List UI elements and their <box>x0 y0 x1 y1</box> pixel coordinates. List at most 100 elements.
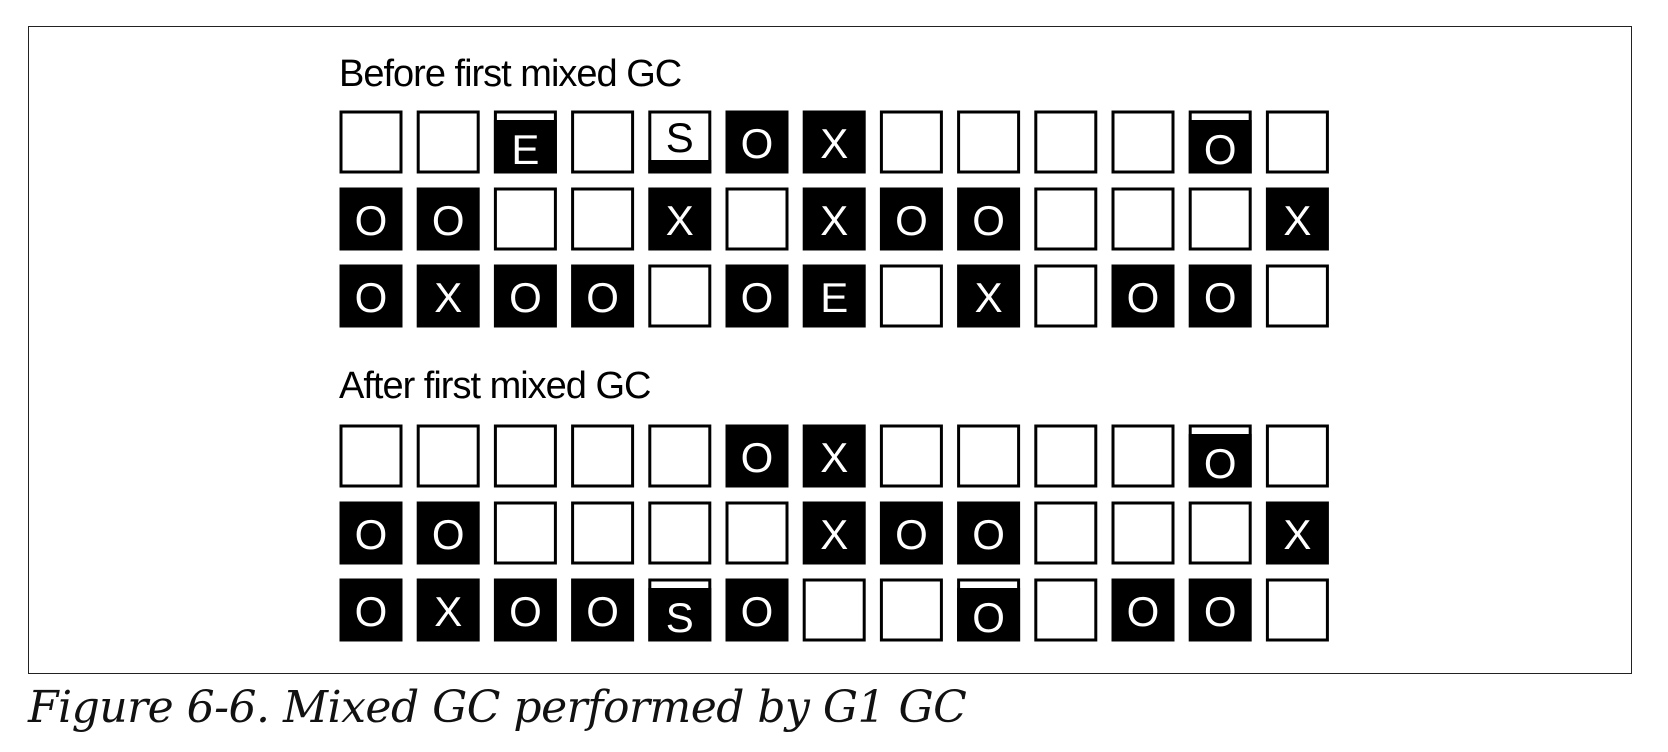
region-cell <box>1265 264 1329 328</box>
region-label: O <box>895 511 928 558</box>
region-box <box>571 187 635 251</box>
region-box <box>725 578 789 642</box>
region-cell: X <box>802 110 866 174</box>
region-box <box>339 578 403 642</box>
region-label: O <box>972 511 1005 558</box>
region-cell <box>1034 424 1098 488</box>
region-cell: S <box>648 578 712 642</box>
region-box <box>648 187 712 251</box>
region-cell: O <box>1111 264 1175 328</box>
region-cell: X <box>957 264 1021 328</box>
region-box <box>1265 264 1329 328</box>
region-label: X <box>434 588 462 635</box>
region-box <box>1034 187 1098 251</box>
region-cell: O <box>416 501 480 565</box>
partial-fill <box>1188 120 1252 174</box>
region-cell <box>339 424 403 488</box>
region-cell <box>957 424 1021 488</box>
region-box <box>339 187 403 251</box>
region-cell <box>1111 187 1175 251</box>
region-label: O <box>432 197 465 244</box>
region-label: X <box>820 434 848 481</box>
region-label: O <box>355 588 388 635</box>
region-cell: E <box>493 110 557 174</box>
region-label: X <box>1283 197 1311 244</box>
region-box <box>1265 501 1329 565</box>
region-label: E <box>820 274 848 321</box>
region-box <box>1034 501 1098 565</box>
region-box <box>879 424 943 488</box>
region-box <box>1265 110 1329 174</box>
region-cell <box>879 110 943 174</box>
region-cell <box>1111 501 1175 565</box>
partial-fill <box>648 588 712 642</box>
region-box <box>879 264 943 328</box>
region-label: O <box>1127 588 1160 635</box>
region-box <box>1111 110 1175 174</box>
region-cell <box>571 501 635 565</box>
region-box <box>1111 187 1175 251</box>
region-label: O <box>355 197 388 244</box>
region-cell: O <box>957 578 1021 642</box>
figure-frame <box>28 26 1632 674</box>
region-cell: E <box>802 264 866 328</box>
region-label: O <box>432 511 465 558</box>
region-box <box>1111 501 1175 565</box>
region-cell: X <box>1265 501 1329 565</box>
region-label: O <box>1204 440 1237 487</box>
region-box <box>725 501 789 565</box>
region-cell: O <box>1188 424 1252 488</box>
region-box <box>725 110 789 174</box>
region-cell: O <box>725 264 789 328</box>
region-label: O <box>355 274 388 321</box>
region-cell <box>802 578 866 642</box>
region-cell <box>957 110 1021 174</box>
region-label: O <box>741 588 774 635</box>
region-cell: O <box>725 424 789 488</box>
region-box <box>957 501 1021 565</box>
region-cell <box>571 424 635 488</box>
region-box <box>416 110 480 174</box>
region-box <box>571 110 635 174</box>
region-box <box>493 501 557 565</box>
region-label: X <box>820 120 848 167</box>
region-label: X <box>434 274 462 321</box>
region-box <box>1034 424 1098 488</box>
region-cell <box>416 110 480 174</box>
region-label: O <box>1204 274 1237 321</box>
region-label: O <box>355 511 388 558</box>
region-box <box>339 264 403 328</box>
region-box <box>571 264 635 328</box>
region-cell: O <box>1188 578 1252 642</box>
region-cell <box>493 187 557 251</box>
region-box <box>571 501 635 565</box>
region-cell <box>879 264 943 328</box>
region-box <box>1111 578 1175 642</box>
region-box <box>1188 187 1252 251</box>
region-cell <box>879 424 943 488</box>
region-box <box>957 110 1021 174</box>
region-box <box>957 424 1021 488</box>
region-box <box>802 501 866 565</box>
region-box <box>416 264 480 328</box>
region-cell: X <box>416 578 480 642</box>
region-label: S <box>666 594 694 641</box>
region-label: O <box>1204 588 1237 635</box>
region-cell: X <box>648 187 712 251</box>
region-cell: O <box>339 187 403 251</box>
region-label: O <box>586 274 619 321</box>
region-box <box>879 187 943 251</box>
region-box <box>416 578 480 642</box>
region-cell: O <box>571 578 635 642</box>
region-box <box>1111 424 1175 488</box>
region-cell: O <box>493 578 557 642</box>
region-label: O <box>972 594 1005 641</box>
region-label: O <box>741 120 774 167</box>
region-label: O <box>741 274 774 321</box>
region-cell <box>725 187 789 251</box>
region-cell: O <box>493 264 557 328</box>
partial-fill <box>493 120 557 174</box>
region-cell: O <box>957 501 1021 565</box>
region-box <box>1265 424 1329 488</box>
